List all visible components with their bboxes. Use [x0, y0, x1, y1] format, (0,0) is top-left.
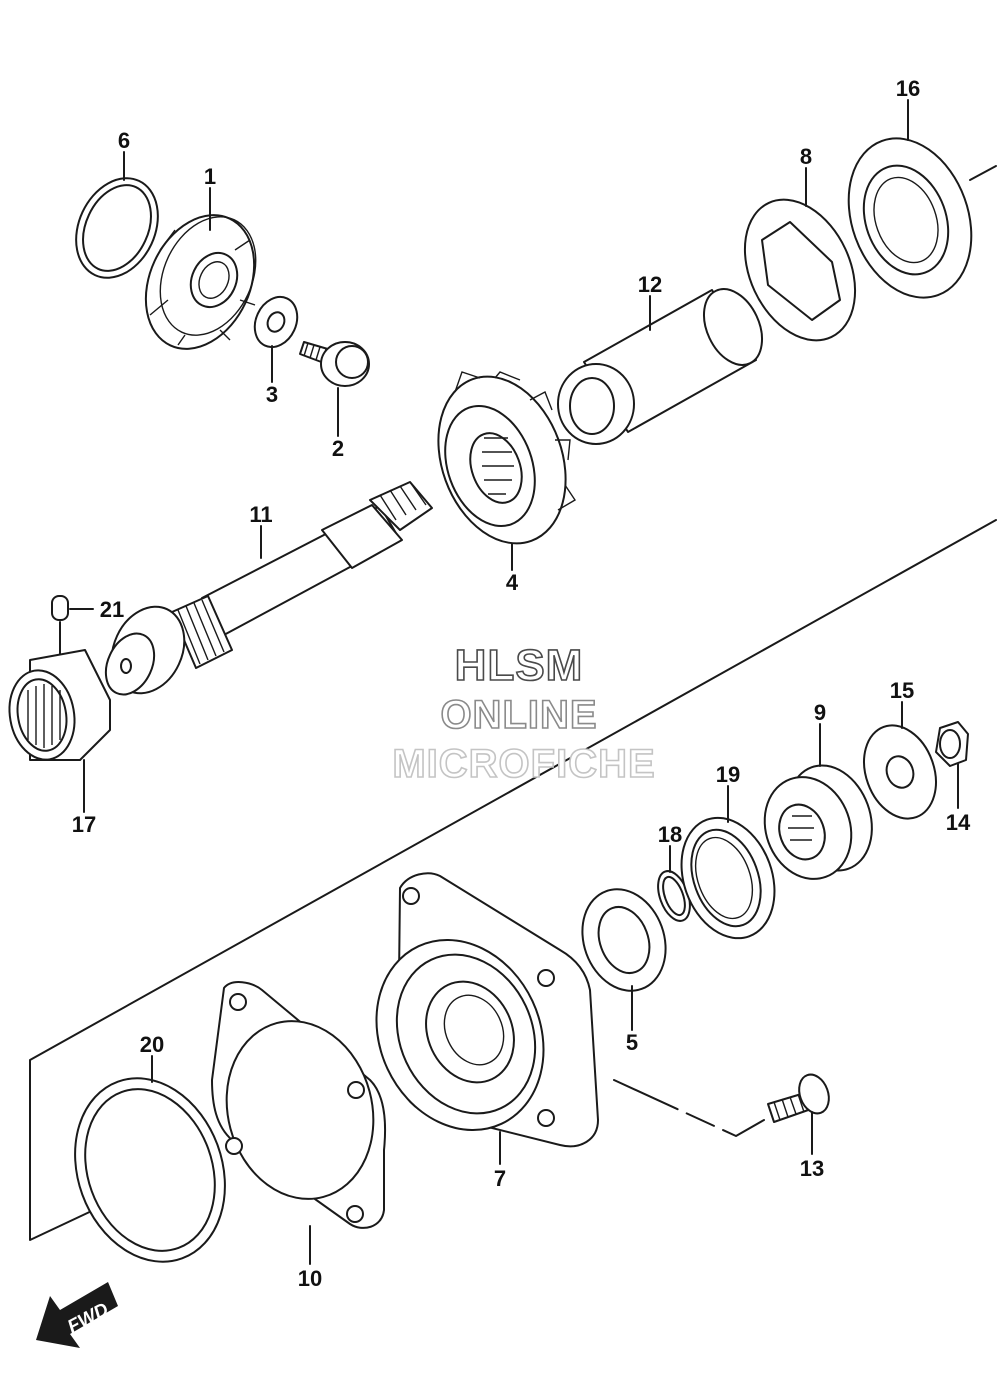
callout-12: 12 — [638, 272, 662, 297]
callout-8: 8 — [800, 144, 812, 169]
part-6-o-ring[interactable] — [61, 165, 174, 291]
part-18-o-ring[interactable] — [652, 867, 696, 925]
part-14-nut[interactable] — [935, 721, 969, 767]
callout-17: 17 — [72, 812, 96, 837]
callout-11: 11 — [249, 502, 272, 527]
part-5-seal[interactable] — [569, 877, 680, 1002]
callout-15: 15 — [890, 678, 914, 703]
callout-1: 1 — [204, 164, 216, 189]
callout-20: 20 — [140, 1032, 164, 1057]
callout-19: 19 — [716, 762, 740, 787]
part-3-washer[interactable] — [247, 290, 305, 354]
assembly-boundary-line — [29, 519, 997, 1241]
part-12-sleeve[interactable] — [557, 280, 773, 445]
part-4-bevel-gear[interactable] — [416, 359, 588, 562]
part-7-housing[interactable] — [346, 872, 599, 1157]
fwd-arrow-icon — [36, 1282, 118, 1348]
part-2-bolt[interactable] — [299, 341, 370, 387]
part-16-bearing[interactable] — [827, 121, 992, 315]
callout-3: 3 — [266, 382, 278, 407]
callout-21: 21 — [100, 597, 124, 622]
assembly-boundary-line — [969, 165, 997, 181]
callout-9: 9 — [814, 700, 826, 725]
callout-6: 6 — [118, 128, 130, 153]
callout-2: 2 — [332, 436, 344, 461]
part-20-o-ring[interactable] — [50, 1057, 250, 1283]
watermark: HLSM ONLINE MICROFICHE — [392, 640, 656, 787]
callout-7: 7 — [494, 1166, 506, 1191]
part-11-drive-shaft[interactable] — [97, 481, 433, 705]
part-17-needle-bearing[interactable] — [3, 649, 111, 765]
part-9-coupler[interactable] — [751, 754, 886, 892]
leader-lines — [83, 99, 959, 1265]
part-8-hex-retainer[interactable] — [723, 182, 876, 358]
part-10-gasket[interactable] — [207, 981, 393, 1229]
part-19-seal[interactable] — [665, 805, 790, 952]
callout-4: 4 — [506, 570, 519, 595]
watermark-line-3: MICROFICHE — [392, 742, 655, 786]
callout-13: 13 — [800, 1156, 824, 1181]
part-13-bolt[interactable] — [767, 1070, 834, 1123]
callout-16: 16 — [896, 76, 920, 101]
callout-18: 18 — [658, 822, 682, 847]
part-1-bevel-gear[interactable] — [125, 197, 275, 366]
callout-5: 5 — [626, 1030, 638, 1055]
part-15-washer[interactable] — [852, 715, 949, 828]
watermark-line-1: HLSM — [455, 641, 584, 690]
callout-10: 10 — [298, 1266, 322, 1291]
fwd-direction-badge: FWD — [36, 1282, 118, 1348]
watermark-line-2: ONLINE — [440, 693, 597, 737]
part-13-guide-line — [613, 1079, 765, 1137]
callout-14: 14 — [946, 810, 971, 835]
